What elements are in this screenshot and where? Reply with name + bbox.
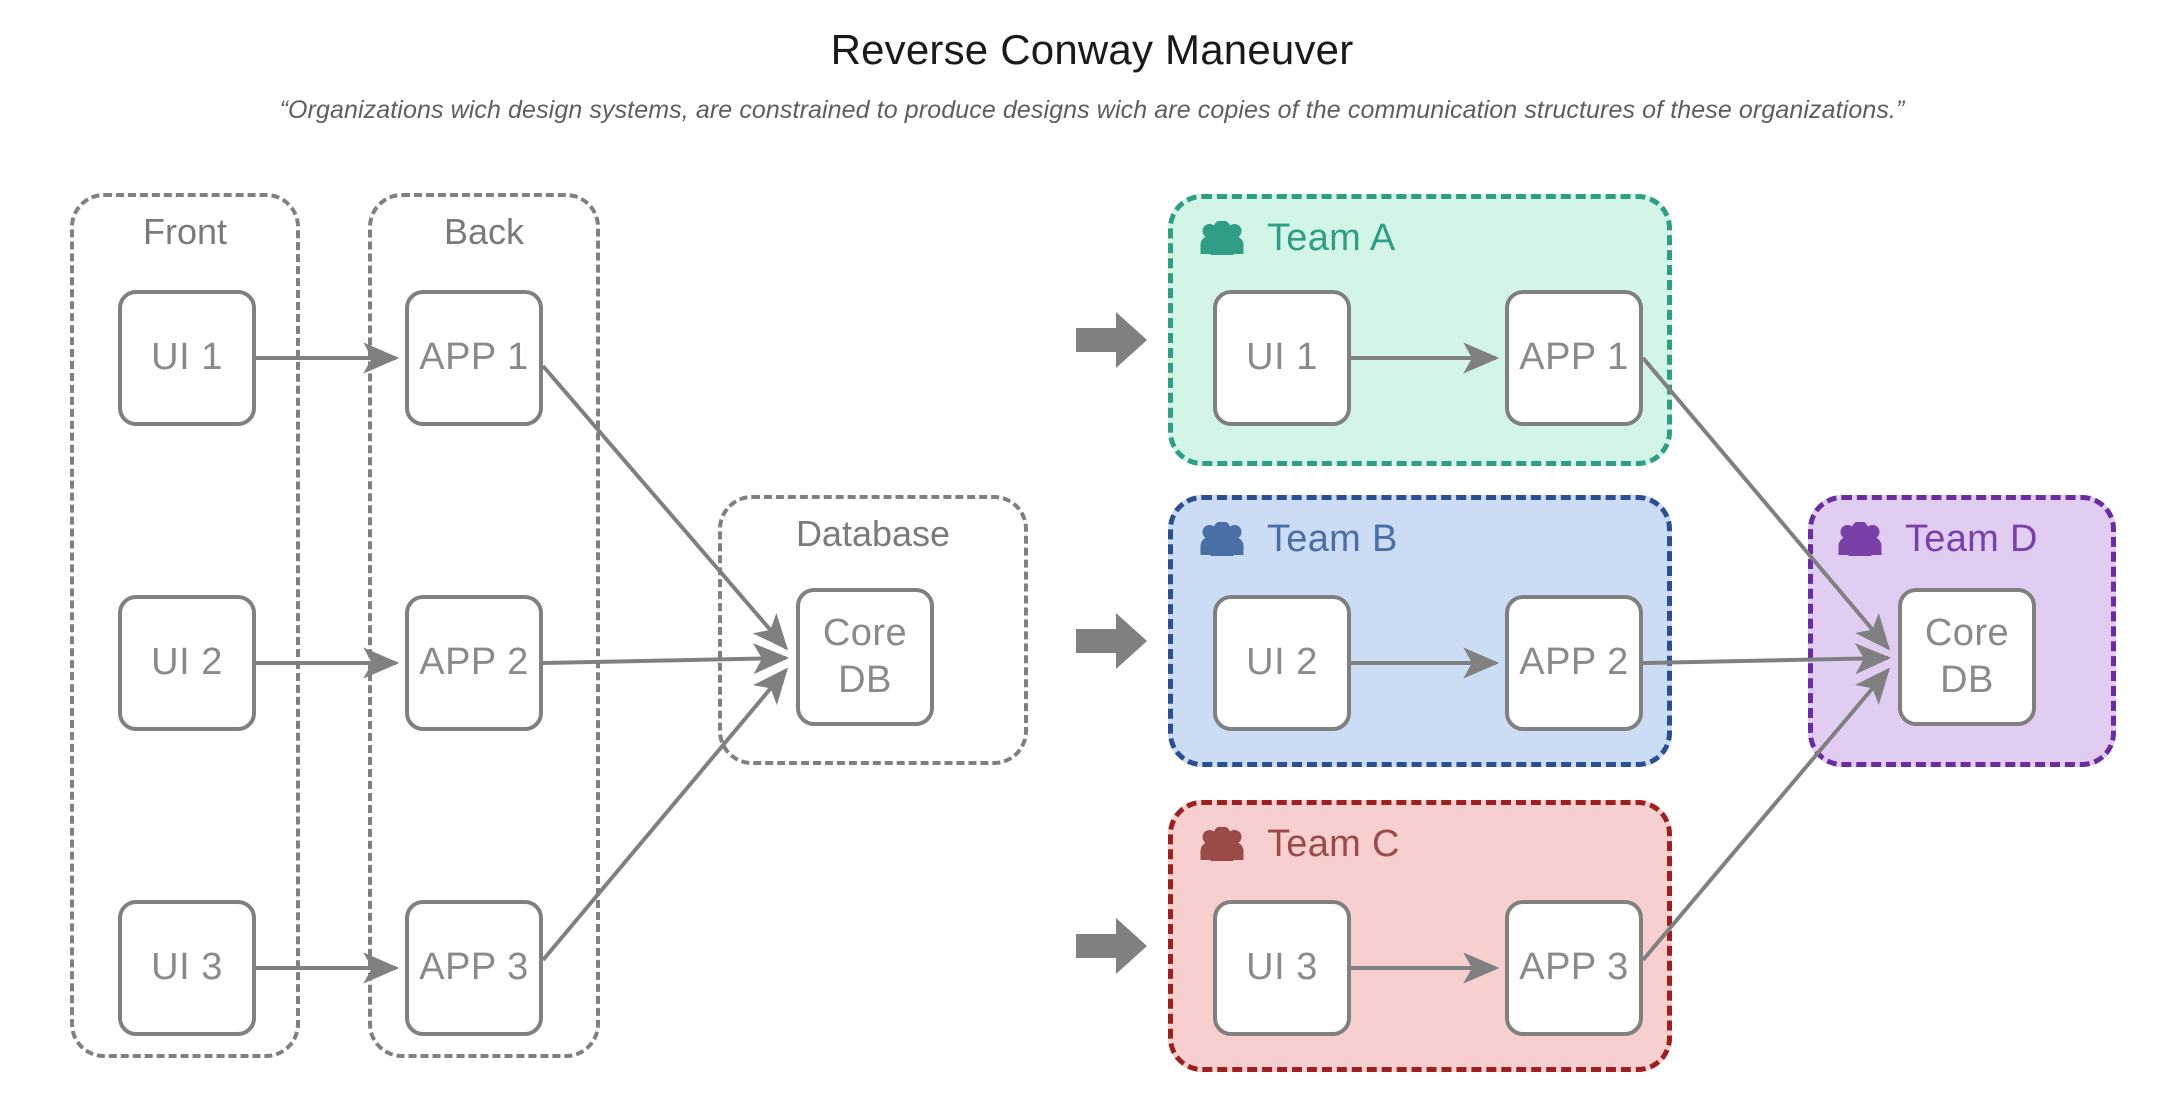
- team-b-name: Team B: [1267, 518, 1398, 560]
- right-block-arrow-icon: [1076, 613, 1147, 669]
- node-ui-2[interactable]: UI 2: [118, 595, 256, 731]
- node-team-c-ui-3[interactable]: UI 3: [1213, 900, 1351, 1036]
- group-front: Front: [70, 193, 300, 1058]
- node-team-d-core-db-label-line-2: DB: [1940, 659, 1994, 701]
- transition-arrow-to-team-c: [1076, 916, 1148, 981]
- node-core-db-label-line-1: Core: [822, 611, 908, 654]
- node-app-1-label: APP 1: [419, 336, 529, 379]
- page-subtitle-quote: “Organizations wich design systems, are …: [279, 96, 1905, 124]
- node-app-2-label: APP 2: [419, 641, 529, 684]
- team-c-header: Team C: [1199, 823, 1400, 866]
- node-team-c-ui-3-label: UI 3: [1246, 946, 1318, 989]
- node-ui-1[interactable]: UI 1: [118, 290, 256, 426]
- team-c-name: Team C: [1267, 823, 1400, 865]
- people-group-icon: [1837, 521, 1883, 558]
- node-team-a-app-1-label: APP 1: [1519, 336, 1629, 379]
- node-app-1[interactable]: APP 1: [405, 290, 543, 426]
- node-team-b-app-2[interactable]: APP 2: [1505, 595, 1643, 731]
- people-group-icon: [1199, 220, 1245, 257]
- group-database-label: Database: [795, 513, 951, 554]
- transition-arrow-to-team-b: [1076, 611, 1148, 676]
- team-d-name: Team D: [1905, 518, 2038, 560]
- team-a-name: Team A: [1267, 217, 1396, 259]
- right-block-arrow-icon: [1076, 312, 1147, 368]
- team-a-header: Team A: [1199, 217, 1396, 260]
- right-block-arrow-icon: [1076, 918, 1147, 974]
- group-back-label: Back: [443, 211, 525, 252]
- node-team-c-app-3[interactable]: APP 3: [1505, 900, 1643, 1036]
- team-b-header: Team B: [1199, 518, 1398, 561]
- node-app-3-label: APP 3: [419, 946, 529, 989]
- node-team-c-app-3-label: APP 3: [1519, 946, 1629, 989]
- node-team-b-ui-2-label: UI 2: [1246, 641, 1318, 684]
- node-ui-2-label: UI 2: [151, 641, 223, 684]
- transition-arrow-to-team-a: [1076, 310, 1148, 375]
- node-team-d-core-db-label-line-1: Core: [1924, 611, 2010, 654]
- team-d-header: Team D: [1837, 518, 2038, 561]
- people-group-icon: [1199, 826, 1245, 863]
- node-team-d-core-db[interactable]: Core DB: [1898, 588, 2036, 726]
- node-app-3[interactable]: APP 3: [405, 900, 543, 1036]
- node-team-a-app-1[interactable]: APP 1: [1505, 290, 1643, 426]
- node-app-2[interactable]: APP 2: [405, 595, 543, 731]
- node-ui-3[interactable]: UI 3: [118, 900, 256, 1036]
- group-front-label: Front: [142, 211, 228, 252]
- node-team-b-app-2-label: APP 2: [1519, 641, 1629, 684]
- node-core-db[interactable]: Core DB: [796, 588, 934, 726]
- node-ui-3-label: UI 3: [151, 946, 223, 989]
- node-core-db-label-line-2: DB: [838, 659, 892, 701]
- node-ui-1-label: UI 1: [151, 336, 223, 379]
- node-team-b-ui-2[interactable]: UI 2: [1213, 595, 1351, 731]
- node-team-a-ui-1-label: UI 1: [1246, 336, 1318, 379]
- node-team-a-ui-1[interactable]: UI 1: [1213, 290, 1351, 426]
- people-group-icon: [1199, 521, 1245, 558]
- page-title: Reverse Conway Maneuver: [830, 26, 1354, 73]
